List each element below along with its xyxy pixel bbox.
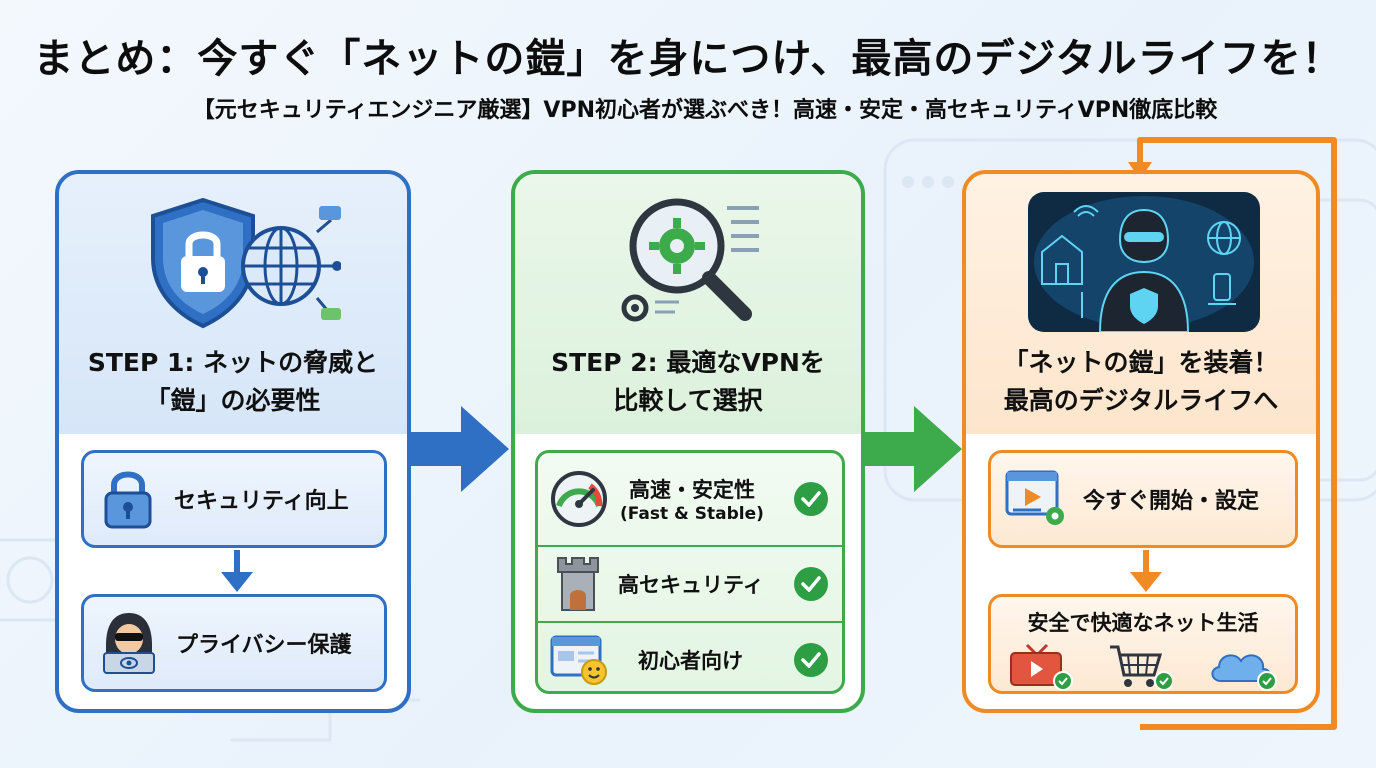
hooded-hacker-icon — [103, 613, 155, 674]
cloud-icon — [1211, 654, 1278, 691]
start-setup-label: 今すぐ開始・設定 — [1083, 489, 1260, 514]
step1-title: STEP 1: ネットの脅威と 「鎧」の必要性 — [87, 348, 379, 415]
step1-item-privacy: プライバシー保護 — [81, 594, 387, 692]
step3-card: 「ネットの鎧」を装着！ 最高のデジタルライフへ 今すぐ開始・設定 安全で快適なネ… — [962, 170, 1320, 713]
step3-start-box: 今すぐ開始・設定 — [988, 450, 1298, 548]
right-arrow-blue-icon — [409, 406, 509, 492]
step2-item-security: 高セキュリティ — [538, 545, 842, 621]
step3-life-box: 安全で快適なネット生活 — [988, 594, 1298, 694]
magnifier-gear-icon — [621, 198, 759, 322]
down-arrow-icon — [221, 550, 253, 592]
step2-item-beginner: 初心者向け — [538, 621, 842, 691]
step2-criteria-list: 高速・安定性 (Fast & Stable) 高セキュリティ — [535, 450, 845, 694]
step2-item-label: 高速・安定性 — [628, 478, 755, 502]
check-icon — [794, 567, 828, 601]
step2-item-sublabel: (Fast & Stable) — [620, 504, 764, 524]
right-arrow-green-icon — [862, 406, 962, 492]
safe-life-label: 安全で快適なネット生活 — [1027, 611, 1259, 635]
browser-smiley-icon — [550, 635, 607, 685]
step2-item-label: 高セキュリティ — [618, 573, 764, 597]
video-settings-icon — [1005, 470, 1064, 525]
step1-item-label: プライバシー保護 — [176, 633, 352, 658]
tv-streaming-icon — [1009, 643, 1073, 691]
castle-tower-icon — [557, 557, 599, 611]
shield-globe-icon — [151, 197, 341, 329]
down-arrow-icon — [1130, 550, 1162, 592]
step1-item-label: セキュリティ向上 — [174, 489, 349, 514]
page-subtitle: 【元セキュリティエンジニア厳選】VPN初心者が選ぶべき！高速・安定・高セキュリテ… — [192, 98, 1218, 123]
speedometer-icon — [551, 471, 607, 527]
check-icon — [794, 643, 828, 677]
step2-title: STEP 2: 最適なVPNを 比較して選択 — [551, 348, 825, 415]
step3-title: 「ネットの鎧」を装着！ 最高のデジタルライフへ — [1003, 348, 1279, 415]
step2-header: STEP 2: 最適なVPNを 比較して選択 — [515, 174, 861, 434]
step1-card: STEP 1: ネットの脅威と 「鎧」の必要性 セキュリティ向上 プライバシー保… — [55, 170, 411, 713]
step2-item-speed: 高速・安定性 (Fast & Stable) — [538, 453, 842, 545]
step2-item-label: 初心者向け — [638, 649, 743, 673]
step1-header: STEP 1: ネットの脅威と 「鎧」の必要性 — [59, 174, 407, 434]
cyber-armor-figure-icon — [1028, 192, 1260, 332]
page-title: まとめ：今すぐ「ネットの鎧」を身につけ、最高のデジタルライフを！ — [33, 36, 1343, 82]
check-icon — [794, 482, 828, 516]
step3-header: 「ネットの鎧」を装着！ 最高のデジタルライフへ — [966, 174, 1316, 434]
shopping-cart-icon — [1109, 645, 1172, 691]
step1-item-security: セキュリティ向上 — [81, 450, 387, 548]
step2-card: STEP 2: 最適なVPNを 比較して選択 高速・安定性 (Fast & St… — [511, 170, 865, 713]
padlock-icon — [104, 471, 152, 529]
